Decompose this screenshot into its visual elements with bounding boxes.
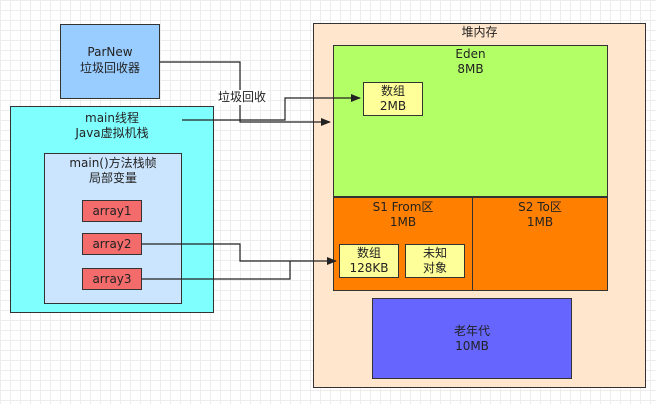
old-name: 老年代 xyxy=(453,324,490,338)
main-thread-title: main线程 xyxy=(85,111,139,125)
stack-frame-title: main()方法栈帧 xyxy=(69,156,157,170)
var-array2-label: array2 xyxy=(92,236,132,251)
var-array1: array1 xyxy=(82,200,142,222)
var-array1-label: array1 xyxy=(92,203,132,218)
s1-array-object: 数组 128KB xyxy=(339,244,399,278)
parnew-subtitle: 垃圾回收器 xyxy=(79,61,140,75)
eden-array-size: 2MB xyxy=(379,99,407,113)
old-generation-box: 老年代 10MB xyxy=(372,298,572,379)
var-array2: array2 xyxy=(82,233,142,255)
parnew-collector-box: ParNew 垃圾回收器 xyxy=(60,24,160,99)
eden-size: 8MB xyxy=(457,62,484,76)
eden-array-object: 数组 2MB xyxy=(363,82,423,116)
s1-array-size: 128KB xyxy=(349,261,389,275)
s2-name: S2 To区 xyxy=(518,200,562,214)
s1-name: S1 From区 xyxy=(372,200,434,214)
gc-edge-label: 垃圾回收 xyxy=(216,90,269,105)
eden-box: Eden 8MB xyxy=(333,45,608,197)
var-array3: array3 xyxy=(82,268,142,290)
s1-size: 1MB xyxy=(389,215,417,229)
s1-unknown-line1: 未知 xyxy=(422,246,447,260)
old-size: 10MB xyxy=(455,339,489,353)
array3-to-s1-array-edge xyxy=(142,261,291,280)
s1-unknown-object: 未知 对象 xyxy=(405,244,465,278)
jvm-stack-title: Java虚拟机栈 xyxy=(75,126,149,140)
s2-to-box: S2 To区 1MB xyxy=(472,197,608,291)
s1-unknown-line2: 对象 xyxy=(422,261,447,275)
local-vars-title: 局部变量 xyxy=(88,171,137,185)
parnew-title: ParNew xyxy=(87,45,133,59)
s1-array-label: 数组 xyxy=(356,246,381,260)
array1-to-eden-array-edge xyxy=(182,94,361,121)
eden-name: Eden xyxy=(455,47,486,61)
s2-size: 1MB xyxy=(526,215,554,229)
eden-array-label: 数组 xyxy=(380,84,405,98)
array2-to-s1-array-edge xyxy=(142,243,337,265)
heap-title: 堆内存 xyxy=(461,25,498,39)
var-array3-label: array3 xyxy=(92,271,132,286)
